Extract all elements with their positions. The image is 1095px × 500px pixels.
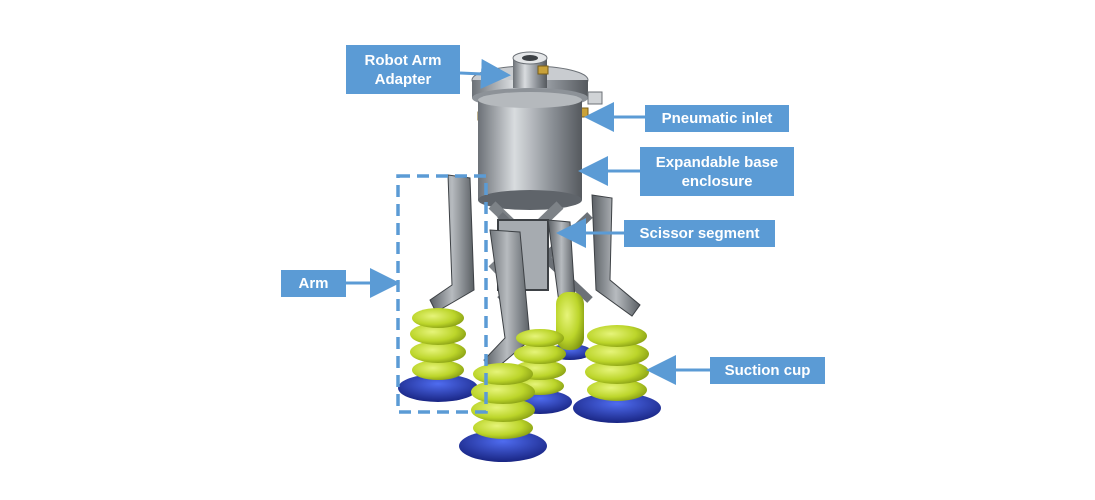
label-scissor-segment: Scissor segment: [624, 220, 775, 247]
label-suction-cup: Suction cup: [710, 357, 825, 384]
suction-cups-part: [398, 292, 661, 462]
label-expandable-base-enclosure: Expandable base enclosure: [640, 147, 794, 196]
label-pneumatic-inlet: Pneumatic inlet: [645, 105, 789, 132]
arrow-robot-arm-adapter: [459, 58, 511, 89]
expandable-base-enclosure-part: [478, 92, 582, 210]
label-robot-arm-adapter: Robot Arm Adapter: [346, 45, 460, 94]
leader-arrows: [346, 58, 710, 385]
label-arm: Arm: [281, 270, 346, 297]
arm-highlight-box: [396, 174, 488, 414]
